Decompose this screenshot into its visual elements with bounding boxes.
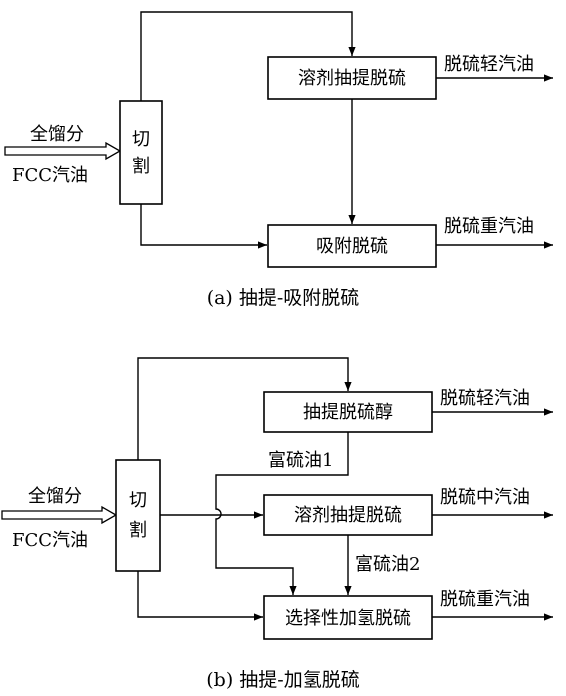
- b-output-light-label: 脱硫轻汽油: [440, 388, 530, 409]
- b-mercaptan-box: [263, 391, 433, 433]
- a-line-cut-to-adsorb: [140, 204, 267, 249]
- b-cut-box: [115, 459, 161, 572]
- a-adsorb-box: [267, 224, 437, 268]
- b-hydro-label: 选择性加氢脱硫: [285, 608, 411, 629]
- b-rich-oil-2-label: 富硫油2: [355, 554, 420, 575]
- b-rich-oil-1-label: 富硫油1: [268, 450, 333, 471]
- b-input-bottom-label: FCC汽油: [12, 530, 88, 551]
- a-output-heavy-label: 脱硫重汽油: [444, 216, 534, 237]
- a-extract-box: [267, 56, 437, 100]
- b-output-heavy-label: 脱硫重汽油: [440, 589, 530, 610]
- a-line-cut-to-extract: [140, 11, 356, 101]
- a-input-bottom-label: FCC汽油: [12, 165, 88, 186]
- b-cut-label-1: 切: [129, 490, 147, 511]
- b-mercaptan-label: 抽提脱硫醇: [303, 402, 393, 423]
- diagram-b: 全馏分 FCC汽油 切 割 抽提脱硫醇 溶剂抽提脱硫 选择性加氢脱硫 富硫油1 …: [1, 357, 553, 691]
- b-extract-label: 溶剂抽提脱硫: [294, 505, 402, 526]
- b-cut-label-2: 割: [129, 520, 147, 541]
- diagram-a: 全馏分 FCC汽油 切 割 溶剂抽提脱硫 吸附脱硫 脱硫轻汽油 脱硫重汽油 (a…: [4, 11, 553, 309]
- b-output-middle-label: 脱硫中汽油: [440, 487, 530, 508]
- a-cut-label-2: 割: [132, 156, 150, 177]
- a-output-light-label: 脱硫轻汽油: [444, 54, 534, 75]
- a-adsorb-label: 吸附脱硫: [316, 236, 388, 257]
- b-input-hollow-arrow: [1, 505, 118, 525]
- b-line-rich-oil-1: [215, 432, 349, 595]
- b-extract-box: [263, 494, 433, 536]
- a-caption: (a) 抽提-吸附脱硫: [207, 287, 360, 309]
- a-input-hollow-arrow: [4, 141, 122, 161]
- a-extract-label: 溶剂抽提脱硫: [298, 68, 406, 89]
- b-input-top-label: 全馏分: [28, 486, 82, 507]
- b-line-cut-to-hydro: [137, 571, 263, 621]
- b-caption: (b) 抽提-加氢脱硫: [206, 669, 359, 691]
- a-input-top-label: 全馏分: [30, 124, 84, 145]
- a-cut-label-1: 切: [132, 129, 150, 150]
- a-cut-box: [119, 100, 163, 205]
- b-line-cut-to-mercaptan: [137, 357, 352, 460]
